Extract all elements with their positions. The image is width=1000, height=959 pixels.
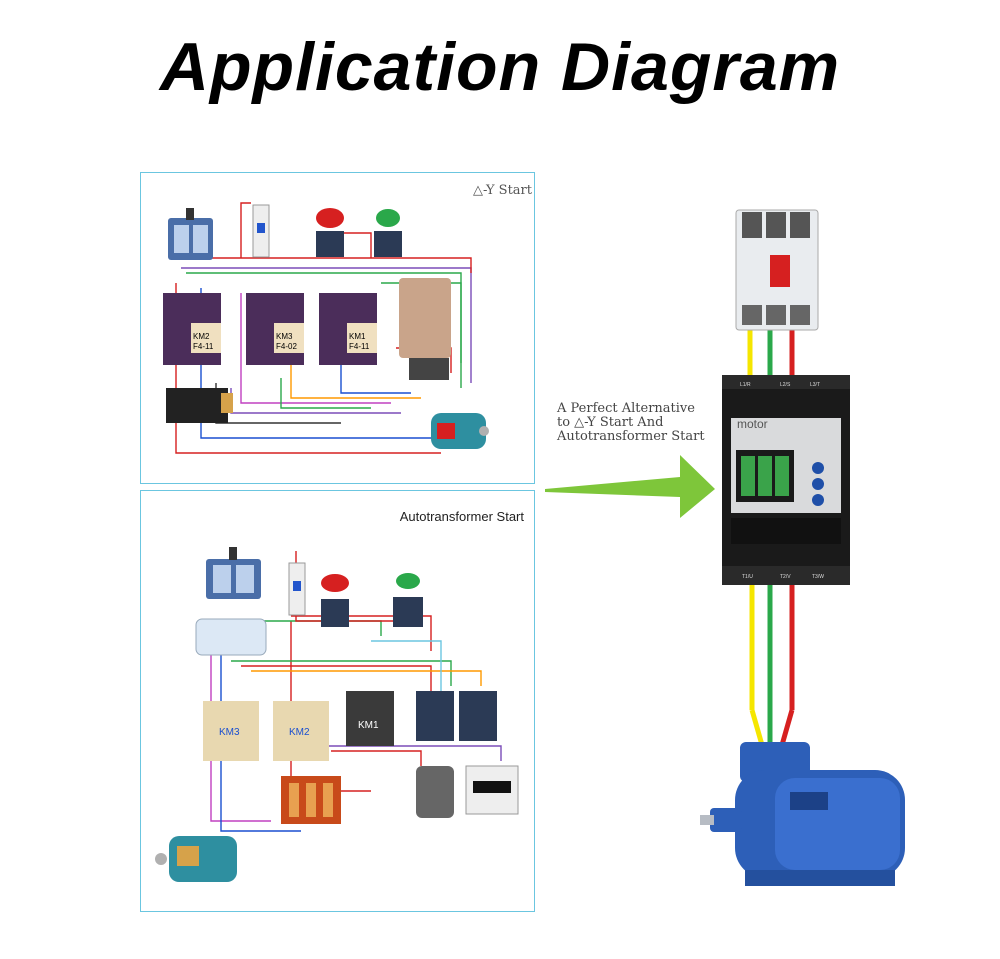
terminal-label: L2/S: [780, 382, 791, 388]
knife-switch-icon: [206, 547, 261, 599]
callout-line-3: Autotransformer Start: [557, 429, 705, 444]
page-title: Application Diagram: [159, 29, 841, 105]
terminal-label: L1/R: [740, 382, 751, 388]
circuit-breaker-icon: [735, 209, 819, 331]
star-delta-label: △-Y Start: [473, 183, 532, 198]
soft-starter-brand: motor: [737, 417, 768, 431]
contactor-sublabel: F4-02: [276, 342, 297, 351]
autotransformer-panel: KM3 KM2 KM1: [140, 490, 535, 912]
autotransformer-label: Autotransformer Start: [399, 509, 524, 524]
time-relay-icon: [416, 766, 454, 818]
callout-line-2: to △-Y Start And: [557, 415, 664, 430]
terminal-label: T1/U: [742, 574, 753, 580]
soft-starter-icon: [722, 375, 850, 585]
callout-text: A Perfect Alternative to △-Y Start And A…: [557, 402, 727, 444]
contactor-label: KM3: [219, 727, 240, 738]
motor-icon: [155, 836, 237, 882]
contactor-icon: KM1: [346, 691, 394, 746]
contactor-label: KM3: [276, 332, 293, 341]
contactor-icon: KM3 F4-02: [246, 293, 304, 365]
monitor-module-icon: [195, 618, 267, 656]
contactor-sublabel: F4-11: [193, 342, 214, 351]
relay-socket-icon: [416, 691, 497, 741]
terminal-label: L3/T: [810, 382, 820, 388]
start-button-icon: [374, 209, 402, 257]
digital-timer-icon: [465, 765, 519, 815]
contactor-icon: KM2 F4-11: [163, 293, 221, 365]
contactor-sublabel: F4-11: [349, 342, 370, 351]
terminal-label: T2/V: [780, 574, 791, 580]
contactor-icon: KM1 F4-11: [319, 293, 377, 365]
stop-button-icon: [316, 208, 344, 257]
contactor-icon: KM2: [273, 701, 329, 761]
contactor-label: KM1: [349, 332, 366, 341]
callout-line-1: A Perfect Alternative: [557, 401, 695, 416]
knife-switch-icon: [168, 208, 213, 260]
contactor-label: KM2: [289, 727, 310, 738]
time-relay-icon: [399, 278, 451, 380]
start-button-icon: [393, 573, 423, 627]
terminal-label: T3/W: [812, 574, 824, 580]
thermal-relay-icon: [166, 388, 233, 423]
motor-icon: [700, 742, 905, 886]
contactor-label: KM2: [193, 332, 210, 341]
star-delta-wiring-diagram: KM2 F4-11 KM3 F4-02 KM1 F4-11: [163, 202, 489, 454]
autotransformer-icon: [281, 776, 341, 824]
stop-button-icon: [321, 574, 349, 627]
motor-icon: [431, 413, 489, 449]
autotransformer-wiring-diagram: KM3 KM2 KM1: [155, 547, 519, 882]
contactor-icon: KM3: [203, 701, 259, 761]
star-delta-panel: KM2 F4-11 KM3 F4-02 KM1 F4-11: [140, 172, 535, 484]
contactor-label: KM1: [358, 720, 379, 731]
